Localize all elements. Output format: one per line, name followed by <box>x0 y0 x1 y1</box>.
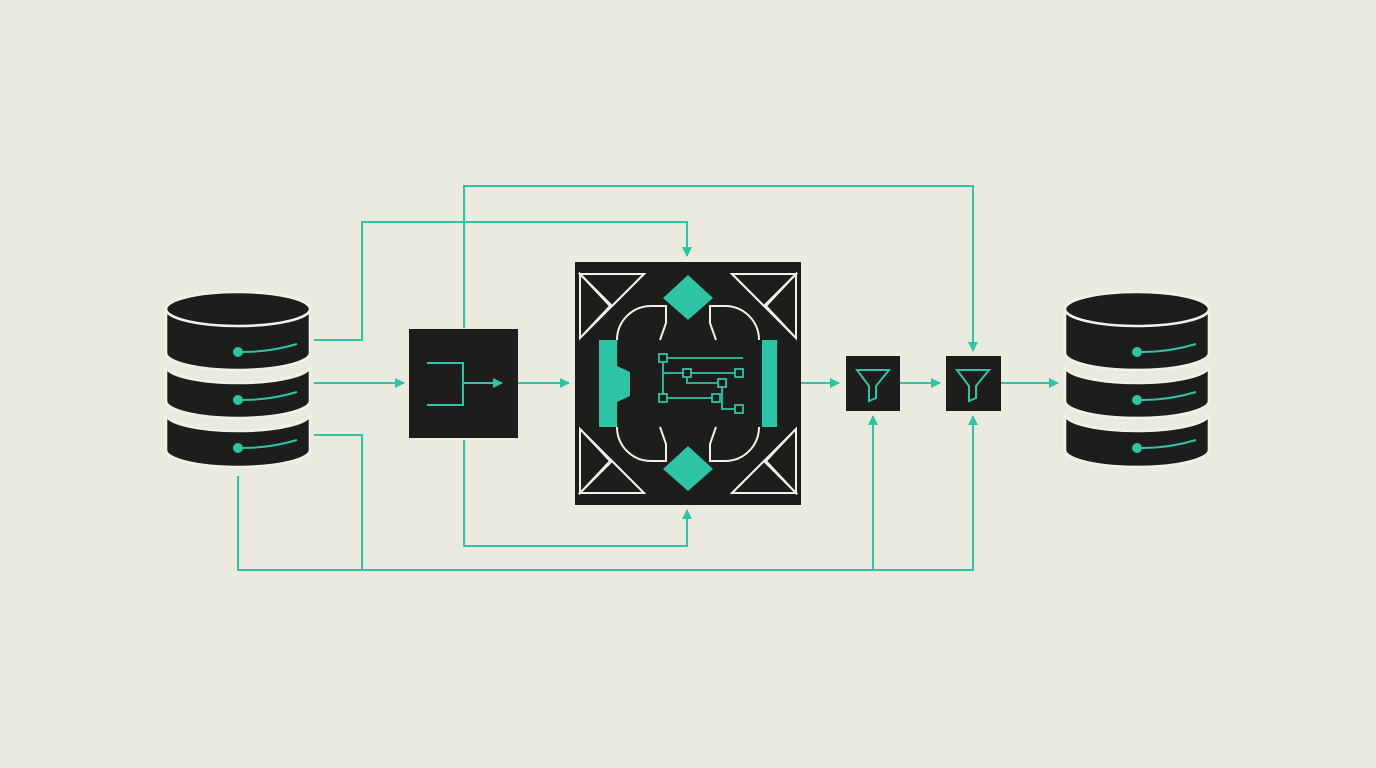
target-database <box>1063 290 1211 469</box>
database-indicators <box>233 343 298 453</box>
circuit-chip-icon <box>577 271 799 496</box>
database-lid <box>164 290 312 328</box>
corner-triangles <box>577 271 799 496</box>
connector-source-to-filter-2-bottom <box>237 415 978 571</box>
funnel-icon <box>855 369 892 403</box>
accent-pieces <box>599 275 777 491</box>
connectors <box>237 185 1059 571</box>
connector-source-to-processor-top <box>314 221 692 341</box>
database-icon <box>1063 290 1211 469</box>
processor-node <box>575 262 801 505</box>
source-database <box>164 290 312 469</box>
splitter-icon <box>427 362 503 406</box>
database-disk-middle <box>1063 365 1211 420</box>
connector-router-to-processor-bottom <box>463 440 692 547</box>
database-icon <box>164 290 312 469</box>
connector-source-bus-bottom <box>314 434 363 570</box>
database-disk-bottom <box>1063 413 1211 469</box>
circuit-traces <box>658 353 744 414</box>
database-disk-bottom <box>164 413 312 469</box>
filter-2-box <box>946 356 1001 411</box>
router-node <box>409 329 518 438</box>
connector-router-to-filter-2-top <box>463 185 978 352</box>
database-indicators <box>1132 343 1197 453</box>
filter-1-box <box>846 356 900 411</box>
funnel-icon <box>955 369 992 403</box>
database-disk-middle <box>164 365 312 420</box>
arch-shapes <box>616 305 760 462</box>
database-lid <box>1063 290 1211 328</box>
filter-2-node <box>946 356 1001 411</box>
filter-1-node <box>846 356 900 411</box>
